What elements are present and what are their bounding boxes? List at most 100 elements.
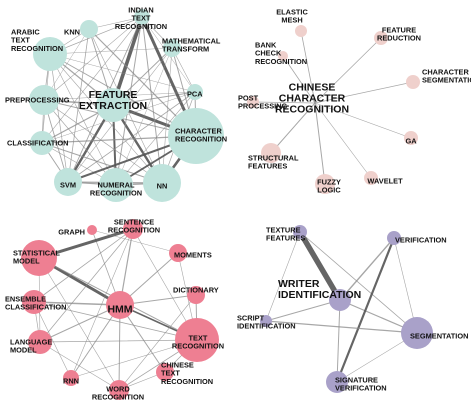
node-lang[interactable] bbox=[28, 330, 52, 354]
edge-cls-nn bbox=[41, 142, 163, 184]
node-moments[interactable] bbox=[169, 244, 187, 262]
edge-script-seg bbox=[265, 320, 418, 334]
node-fe[interactable] bbox=[96, 88, 130, 122]
network-edges bbox=[33, 15, 418, 391]
edge-ccr-bank bbox=[282, 55, 316, 104]
node-fred[interactable] bbox=[374, 31, 388, 45]
node-dict[interactable] bbox=[187, 286, 205, 304]
edge-sent-ens bbox=[33, 228, 134, 303]
node-math[interactable] bbox=[163, 39, 181, 57]
edge-stat-word bbox=[38, 257, 120, 391]
edge-wid-sig bbox=[336, 299, 341, 383]
node-nn[interactable] bbox=[143, 164, 181, 202]
node-rnn[interactable] bbox=[63, 370, 79, 386]
node-knn[interactable] bbox=[80, 20, 98, 38]
node-cseg[interactable] bbox=[406, 75, 420, 89]
edge-wid-tex bbox=[297, 229, 343, 303]
node-label-wavelet: WAVELET bbox=[367, 177, 403, 186]
node-label-knn: KNN bbox=[64, 28, 80, 37]
edge-ccr-wavelet bbox=[314, 102, 372, 179]
node-label-ver: VERIFICATION bbox=[395, 236, 447, 245]
edge-ccr-elastic bbox=[300, 30, 316, 104]
edge-pre-num bbox=[43, 99, 117, 186]
node-ctext[interactable] bbox=[156, 363, 174, 381]
node-cls[interactable] bbox=[30, 131, 54, 155]
node-num[interactable] bbox=[99, 168, 133, 202]
edge-math-nn bbox=[161, 47, 173, 184]
node-word[interactable] bbox=[109, 380, 129, 400]
node-label-hmm: HMM bbox=[107, 304, 132, 316]
node-sig[interactable] bbox=[326, 371, 348, 393]
node-indian[interactable] bbox=[134, 9, 150, 25]
node-pre[interactable] bbox=[29, 85, 59, 115]
edge-ccr-ga bbox=[314, 102, 412, 139]
node-bank[interactable] bbox=[278, 51, 288, 61]
node-ga[interactable] bbox=[404, 131, 418, 145]
edge-pca-svm bbox=[67, 91, 196, 183]
edge-graph-moments bbox=[91, 229, 179, 254]
node-fuzzy[interactable] bbox=[315, 174, 335, 194]
node-label-moments: MOMENTS bbox=[174, 251, 212, 260]
edge-ver-seg bbox=[393, 237, 418, 334]
node-label-pca: PCA bbox=[187, 90, 203, 99]
edge-hmm-ens bbox=[33, 301, 121, 306]
node-label-svm: SVM bbox=[60, 181, 76, 190]
node-stat[interactable] bbox=[21, 240, 57, 276]
node-arabic[interactable] bbox=[33, 37, 67, 71]
edge-indian-cls bbox=[41, 16, 143, 144]
node-label-cseg: CHARACTERSEGMENTATION bbox=[422, 67, 471, 84]
edge-ccr-fred bbox=[314, 37, 382, 104]
edge-knn-indian bbox=[88, 16, 143, 30]
node-label-pre: PREPROCESSING bbox=[5, 96, 70, 105]
node-label-graph: GRAPH bbox=[58, 228, 85, 237]
network-nodes bbox=[21, 9, 433, 400]
node-elastic[interactable] bbox=[295, 25, 307, 37]
edge-indian-pre bbox=[43, 16, 143, 101]
node-text[interactable] bbox=[175, 318, 219, 362]
node-label-nn: NN bbox=[157, 182, 168, 191]
node-post[interactable] bbox=[247, 96, 259, 108]
node-hmm[interactable] bbox=[106, 291, 134, 319]
node-char[interactable] bbox=[168, 108, 224, 164]
edge-indian-nn bbox=[141, 16, 163, 184]
node-label-ga: GA bbox=[405, 137, 417, 146]
node-seg[interactable] bbox=[401, 317, 433, 349]
edge-ccr-cseg bbox=[314, 81, 414, 104]
node-label-dict: DICTIONARY bbox=[173, 286, 219, 295]
node-svm[interactable] bbox=[54, 168, 82, 196]
node-graph[interactable] bbox=[87, 225, 97, 235]
edge-ens-text bbox=[33, 301, 198, 341]
edge-lang-text bbox=[39, 339, 198, 343]
node-pca[interactable] bbox=[187, 84, 203, 100]
edge-ens-rnn bbox=[33, 301, 72, 379]
node-ens[interactable] bbox=[22, 290, 46, 314]
node-struct[interactable] bbox=[261, 143, 281, 163]
node-wid[interactable] bbox=[329, 289, 351, 311]
node-ver[interactable] bbox=[387, 231, 401, 245]
node-label-seg: SEGMENTATION bbox=[410, 332, 468, 341]
node-wavelet[interactable] bbox=[364, 171, 378, 185]
node-tex[interactable] bbox=[293, 225, 307, 239]
node-script[interactable] bbox=[260, 315, 272, 327]
edge-ver-sig bbox=[335, 236, 396, 384]
node-sent[interactable] bbox=[123, 219, 143, 239]
